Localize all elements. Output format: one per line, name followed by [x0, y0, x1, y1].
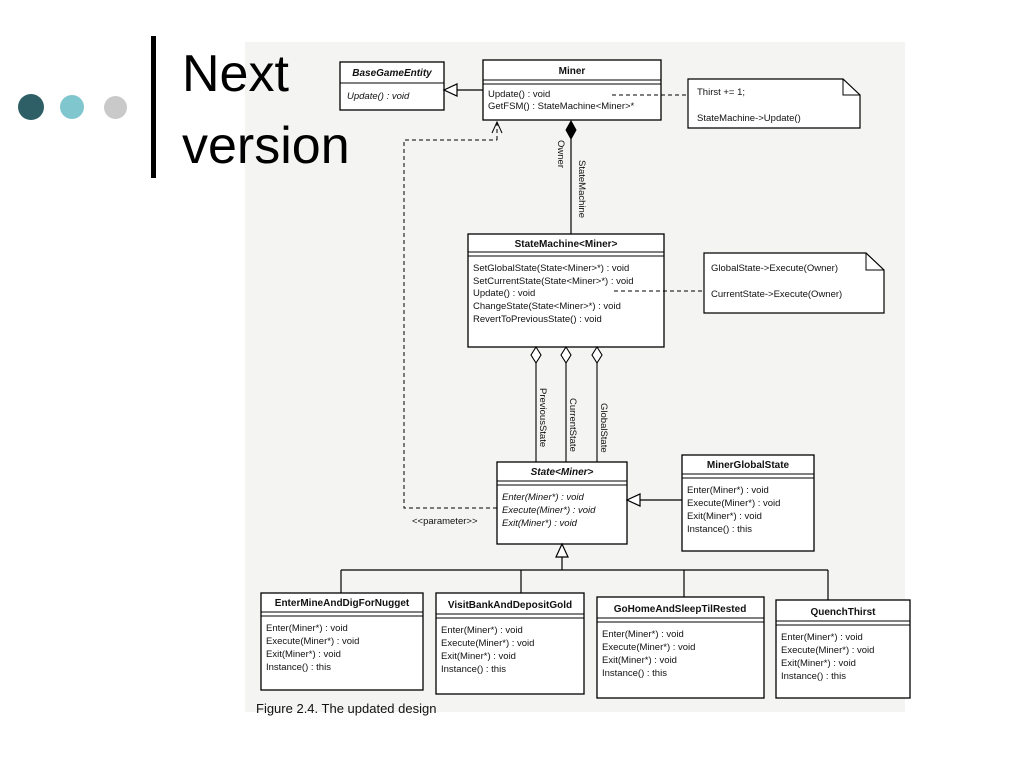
- note-fsm-line: CurrentState->Execute(Owner): [711, 289, 842, 300]
- slide-title-line-2: version: [182, 117, 350, 175]
- class-visit-bank-member: Enter(Miner*) : void: [441, 625, 523, 636]
- class-go-home-name: GoHomeAndSleepTilRested: [614, 604, 747, 615]
- class-state: State<Miner> Enter(Miner*) : void Execut…: [496, 461, 628, 545]
- class-visit-bank-member: Exit(Miner*) : void: [441, 651, 516, 662]
- class-quench-thirst-name: QuenchThirst: [810, 607, 876, 618]
- class-visit-bank-member: Instance() : this: [441, 664, 506, 675]
- generalization-arrowhead: [625, 493, 641, 507]
- class-state-member: Exit(Miner*) : void: [502, 518, 578, 529]
- class-quench-thirst-member: Exit(Miner*) : void: [781, 658, 856, 669]
- class-miner-name: Miner: [559, 66, 586, 77]
- composition-diamond: [565, 119, 577, 141]
- class-quench-thirst-member: Enter(Miner*) : void: [781, 632, 863, 643]
- stereotype-parameter: <<parameter>>: [412, 516, 478, 527]
- title-divider: [151, 36, 156, 178]
- role-state-machine: StateMachine: [576, 160, 587, 218]
- class-miner-global-state-member: Instance() : this: [687, 524, 752, 535]
- bullet-dot-grey: [104, 96, 127, 119]
- class-miner: Miner Update() : void GetFSM() : StateMa…: [482, 59, 662, 121]
- class-enter-mine-member: Execute(Miner*) : void: [266, 636, 359, 647]
- class-enter-mine: EnterMineAndDigForNugget Enter(Miner*) :…: [260, 592, 424, 691]
- class-state-name: State<Miner>: [531, 467, 594, 478]
- class-state-machine-member: Update() : void: [473, 288, 535, 299]
- slide-title-line-1: Next: [182, 45, 289, 103]
- class-base-game-entity-member: Update() : void: [347, 91, 410, 102]
- class-state-machine-member: SetGlobalState(State<Miner>*) : void: [473, 263, 629, 274]
- class-go-home: GoHomeAndSleepTilRested Enter(Miner*) : …: [596, 596, 765, 699]
- note-fsm: GlobalState->Execute(Owner) CurrentState…: [703, 252, 885, 314]
- role-previous-state: PreviousState: [537, 388, 548, 447]
- class-state-machine-member: SetCurrentState(State<Miner>*) : void: [473, 276, 634, 287]
- class-miner-member: GetFSM() : StateMachine<Miner>*: [488, 101, 635, 112]
- class-state-member: Execute(Miner*) : void: [502, 505, 596, 516]
- class-enter-mine-name: EnterMineAndDigForNugget: [275, 598, 410, 609]
- class-base-game-entity: BaseGameEntity Update() : void: [339, 61, 445, 111]
- class-enter-mine-member: Exit(Miner*) : void: [266, 649, 341, 660]
- note-miner: Thirst += 1; StateMachine->Update(): [687, 78, 861, 129]
- aggregation-links: [530, 345, 603, 462]
- note-miner-line: Thirst += 1;: [697, 87, 745, 98]
- figure-caption: Figure 2.4. The updated design: [256, 701, 436, 716]
- class-visit-bank-name: VisitBankAndDepositGold: [448, 600, 572, 611]
- class-state-machine-member: RevertToPreviousState() : void: [473, 314, 602, 325]
- class-quench-thirst-member: Execute(Miner*) : void: [781, 645, 874, 656]
- class-miner-global-state: MinerGlobalState Enter(Miner*) : void Ex…: [681, 454, 815, 552]
- class-go-home-member: Instance() : this: [602, 668, 667, 679]
- class-base-game-entity-name: BaseGameEntity: [352, 68, 432, 79]
- class-visit-bank-member: Execute(Miner*) : void: [441, 638, 534, 649]
- class-quench-thirst: QuenchThirst Enter(Miner*) : void Execut…: [775, 599, 911, 699]
- class-state-member: Enter(Miner*) : void: [502, 492, 585, 503]
- note-miner-line: StateMachine->Update(): [697, 113, 801, 124]
- generalization-arrowhead: [442, 83, 458, 97]
- class-enter-mine-member: Enter(Miner*) : void: [266, 623, 348, 634]
- class-go-home-member: Enter(Miner*) : void: [602, 629, 684, 640]
- class-visit-bank: VisitBankAndDepositGold Enter(Miner*) : …: [435, 592, 585, 695]
- class-miner-global-state-member: Exit(Miner*) : void: [687, 511, 762, 522]
- role-owner: Owner: [555, 140, 566, 168]
- note-fsm-line: GlobalState->Execute(Owner): [711, 263, 838, 274]
- class-miner-global-state-member: Enter(Miner*) : void: [687, 485, 769, 496]
- class-state-machine-member: ChangeState(State<Miner>*) : void: [473, 301, 621, 312]
- role-current-state: CurrentState: [567, 398, 578, 452]
- class-state-machine-name: StateMachine<Miner>: [515, 239, 618, 250]
- class-quench-thirst-member: Instance() : this: [781, 671, 846, 682]
- bullet-dot-light: [60, 95, 84, 119]
- class-enter-mine-member: Instance() : this: [266, 662, 331, 673]
- parameter-dependency: [403, 139, 497, 509]
- role-global-state: GlobalState: [598, 403, 609, 453]
- class-miner-global-state-name: MinerGlobalState: [707, 460, 790, 471]
- class-miner-global-state-member: Execute(Miner*) : void: [687, 498, 780, 509]
- class-state-machine: StateMachine<Miner> SetGlobalState(State…: [467, 233, 665, 348]
- class-go-home-member: Execute(Miner*) : void: [602, 642, 695, 653]
- generalization-tree: [340, 542, 829, 600]
- class-miner-member: Update() : void: [488, 89, 550, 100]
- class-go-home-member: Exit(Miner*) : void: [602, 655, 677, 666]
- bullet-dot-dark: [18, 94, 44, 120]
